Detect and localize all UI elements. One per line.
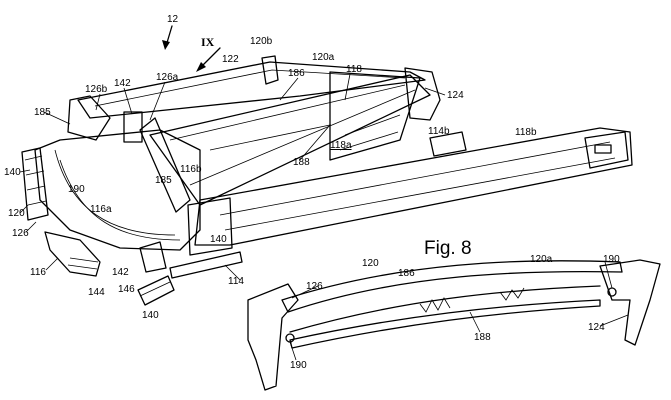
bracket-142-bottom — [139, 241, 167, 273]
bracket-120b — [261, 55, 279, 85]
label-140-left: 140 — [4, 167, 21, 178]
label-116a: 116a — [90, 204, 112, 215]
member-118 — [329, 71, 421, 161]
detail-end-124 — [599, 259, 661, 346]
view-arrow — [196, 47, 221, 72]
beam-end-cap — [584, 131, 629, 169]
view-marker-IX: IX — [201, 35, 215, 49]
label-114b: 114b — [428, 126, 450, 137]
label-142-bottom: 142 — [112, 267, 129, 278]
main-frame-assembly — [21, 55, 633, 306]
label-146: 146 — [118, 284, 135, 295]
label-190-detail-bottom: 190 — [290, 360, 307, 371]
label-142-top: 142 — [114, 78, 131, 89]
label-126b: 126b — [85, 84, 108, 95]
label-124-detail: 124 — [588, 322, 605, 333]
label-114: 114 — [228, 276, 244, 287]
detail-rail-120a — [281, 260, 623, 313]
figure-label: Fig. 8 — [424, 238, 472, 259]
label-118b: 118b — [515, 127, 537, 138]
bracket-116-144 — [44, 231, 101, 277]
link-188 — [209, 124, 332, 161]
detail-view-fig8 — [247, 259, 661, 391]
label-185-mid: 185 — [155, 175, 172, 186]
label-144: 144 — [88, 287, 105, 298]
label-122: 122 — [222, 54, 239, 65]
frame-120a — [149, 74, 431, 206]
label-190-left: 190 — [68, 184, 85, 195]
label-188-detail: 188 — [474, 332, 491, 343]
beam-118b — [194, 127, 633, 246]
label-126-left: 126 — [12, 228, 29, 239]
detail-end-126 — [247, 283, 299, 391]
end-piece-124 — [404, 67, 441, 121]
label-118: 118 — [346, 64, 362, 75]
slot — [594, 144, 612, 154]
label-126-detail: 126 — [306, 281, 323, 292]
label-118a: 118a — [330, 140, 352, 151]
plate-140-mid — [187, 197, 233, 256]
leader-lines — [19, 73, 629, 361]
label-120a-detail: 120a — [530, 254, 553, 265]
side-panel-116a — [34, 129, 201, 251]
plate-142 — [123, 111, 143, 143]
bracket-114b — [429, 131, 467, 157]
label-120-detail: 120 — [362, 258, 379, 269]
label-140-mid: 140 — [210, 234, 227, 245]
label-188-top: 188 — [293, 157, 310, 168]
label-120-left: 120 — [8, 208, 25, 219]
plate-126b — [67, 95, 111, 141]
strut-116b — [139, 117, 191, 213]
label-116b: 116b — [180, 164, 202, 175]
detail-spring-186 — [289, 285, 601, 333]
label-120b: 120b — [250, 36, 273, 47]
label-12: 12 — [167, 14, 179, 25]
label-186-detail: 186 — [398, 268, 415, 279]
label-120a-top: 120a — [312, 52, 335, 63]
upper-rail-120b — [77, 61, 426, 119]
rod-114 — [169, 251, 243, 279]
label-116: 116 — [30, 267, 46, 278]
detail-rod-188 — [289, 299, 601, 349]
hinge-146 — [137, 275, 175, 306]
label-140-bottom: 140 — [142, 310, 159, 321]
label-126a: 126a — [156, 72, 179, 83]
label-185-top: 185 — [34, 107, 51, 118]
label-186-top: 186 — [288, 68, 305, 79]
end-plate-140 — [21, 147, 49, 221]
reference-arrow-12 — [162, 25, 173, 50]
label-124-top: 124 — [447, 90, 464, 101]
label-190-detail-top: 190 — [603, 254, 620, 265]
